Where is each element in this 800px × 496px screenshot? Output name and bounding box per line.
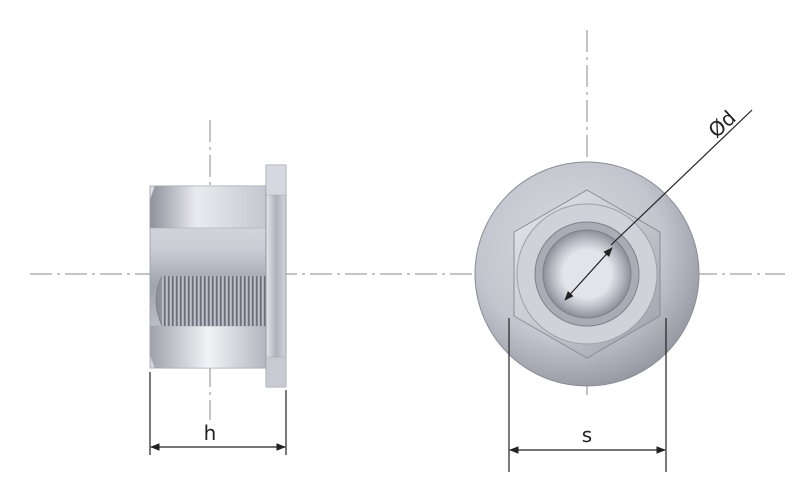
side-view: [149, 164, 287, 388]
front-view-bore: [542, 229, 632, 319]
side-view-thread-edge: [155, 275, 163, 327]
side-view-flange-chamfer: [265, 164, 287, 196]
d-dimension-line: [564, 247, 613, 301]
side-view-flange-chamfer-low: [265, 356, 287, 388]
side-view-hex-facet-top: [149, 185, 267, 229]
d-label: Ød: [703, 106, 740, 143]
dimension-d: [564, 109, 753, 301]
dimension-h: [149, 372, 287, 455]
dimension-s: [508, 318, 667, 472]
side-view-flange: [265, 164, 287, 388]
side-view-thread-section: [162, 276, 286, 326]
h-label: h: [204, 421, 217, 445]
d-leader-line: [610, 109, 753, 246]
s-label: s: [582, 423, 592, 447]
side-view-hex-facet-bottom: [149, 325, 267, 369]
